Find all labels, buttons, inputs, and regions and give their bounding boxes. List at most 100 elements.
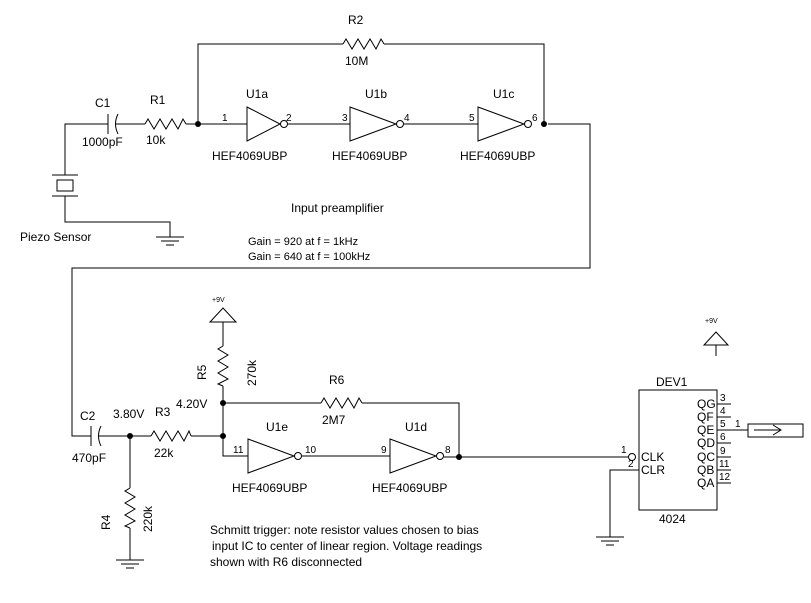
u1d-pin-in: 9	[381, 445, 387, 456]
dev1-part: 4024	[659, 512, 686, 526]
wire-dev1-clr-ground	[609, 469, 639, 537]
schmitt-note-3: shown with R6 disconnected	[210, 555, 362, 569]
u1b-ref: U1b	[365, 87, 387, 101]
r1-ref: R1	[150, 93, 166, 107]
voltage-r5-node: 4.20V	[176, 397, 207, 411]
schmitt-section: C2 470pF R3 22k 3.80V R4 220k +9V R5 270…	[72, 297, 628, 569]
dev1-pin-clr-num: 2	[628, 459, 634, 470]
dev1-qd-label: QD	[697, 436, 715, 450]
u1d-pin-out: 8	[445, 445, 451, 456]
r5-value: 270k	[245, 359, 259, 386]
wire-piezo-ground	[64, 196, 171, 237]
resistor-r1	[144, 117, 187, 131]
junction-r3-node	[220, 433, 226, 439]
u1c-ref: U1c	[493, 87, 514, 101]
r3-value: 22k	[154, 446, 174, 460]
dev1-qg-label: QG	[697, 397, 716, 411]
u1e-pin-in: 11	[233, 445, 244, 456]
inverter-u1a	[246, 106, 288, 142]
dev1-pin-3: 3	[720, 393, 726, 404]
u1d-ref: U1d	[405, 420, 427, 434]
supply-dev1-label: +9V	[705, 318, 718, 325]
u1a-part: HEF4069UBP	[212, 149, 287, 163]
r4-value: 220k	[141, 505, 155, 532]
r5-ref: R5	[195, 364, 209, 380]
r2-value: 10M	[345, 54, 368, 68]
ground-symbol-r4	[116, 559, 144, 569]
resistor-r5	[216, 345, 230, 387]
supply-arrow-r5	[208, 307, 238, 346]
dev1-pin-clk-num: 1	[621, 445, 627, 456]
u1b-part: HEF4069UBP	[332, 149, 407, 163]
r6-value: 2M7	[322, 413, 346, 427]
dev1-pin-12: 12	[719, 472, 731, 483]
wire-preamp-to-schmitt	[71, 123, 591, 437]
wire-r5-node	[222, 386, 248, 457]
c2-ref: C2	[80, 409, 96, 423]
wire-r6-feedback	[223, 402, 460, 457]
dev1-pin-clr-label: CLR	[641, 463, 665, 477]
ground-symbol-dev1	[596, 536, 624, 546]
preamp-title: Input preamplifier	[291, 201, 384, 215]
dev1-qc-label: QC	[697, 450, 715, 464]
schmitt-note-2: input IC to center of linear region. Vol…	[212, 539, 482, 553]
u1e-ref: U1e	[266, 420, 288, 434]
preamp-section: R2 10M C1 1000pF R1 10k Piezo Sensor U1a…	[20, 13, 547, 263]
u1c-pin-in: 5	[469, 113, 475, 124]
ground-symbol-preamp	[156, 236, 184, 246]
dev1-qe-label: QE	[697, 423, 714, 437]
u1c-part: HEF4069UBP	[460, 149, 535, 163]
dev1-pin-5: 5	[720, 419, 726, 430]
dev1-ref: DEV1	[656, 375, 688, 389]
piezo-label: Piezo Sensor	[20, 230, 91, 244]
dev1-pin-9: 9	[720, 446, 726, 457]
output-connector	[747, 423, 804, 438]
u1b-pin-out: 4	[404, 113, 410, 124]
u1e-pin-out: 10	[305, 445, 317, 456]
dev1-body	[638, 389, 718, 511]
c1-ref: C1	[95, 96, 111, 110]
dev1-qb-label: QB	[697, 463, 714, 477]
inverter-u1b	[349, 106, 404, 142]
dev1-clk-bubble	[628, 453, 636, 461]
resistor-r6	[320, 396, 363, 410]
resistor-r4	[123, 487, 137, 529]
r6-ref: R6	[329, 373, 345, 387]
voltage-c2-node: 3.80V	[113, 407, 144, 421]
inverter-u1c	[477, 106, 532, 142]
junction-u1c-out	[541, 121, 547, 127]
u1e-part: HEF4069UBP	[232, 481, 307, 495]
capacitor-c1-plate-b	[115, 113, 119, 135]
capacitor-c2-plate-b	[98, 425, 102, 447]
gain-1k: Gain = 920 at f = 1kHz	[248, 236, 358, 248]
resistor-r2	[342, 37, 385, 51]
dev1-pin-clk-label: CLK	[641, 450, 664, 464]
inverter-u1e	[247, 438, 302, 474]
r4-ref: R4	[99, 514, 113, 530]
junction-r1-u1a	[195, 121, 201, 127]
inverter-u1d	[389, 438, 444, 474]
schmitt-note-1: Schmitt trigger: note resistor values ch…	[210, 523, 479, 537]
r3-ref: R3	[155, 405, 171, 419]
r1-value: 10k	[146, 133, 166, 147]
u1a-ref: U1a	[246, 87, 268, 101]
wire-r2-feedback	[197, 43, 545, 124]
dev1-pin-4: 4	[720, 406, 726, 417]
u1d-part: HEF4069UBP	[372, 481, 447, 495]
dev1-pin-11: 11	[719, 459, 730, 470]
dev1-qf-label: QF	[697, 410, 714, 424]
dev1-qa-label: QA	[697, 476, 714, 490]
dev1-pin-6: 6	[720, 432, 726, 443]
r2-ref: R2	[348, 13, 364, 27]
u1a-pin-in: 1	[222, 113, 228, 124]
u1b-pin-in: 3	[342, 113, 348, 124]
c1-value: 1000pF	[82, 135, 123, 149]
connector-pin-label: 1	[735, 419, 741, 430]
dev1-output-pins	[717, 403, 748, 484]
junction-u1d-out	[456, 454, 462, 460]
supply-arrow-dev1	[702, 331, 730, 356]
resistor-r3	[150, 429, 192, 443]
piezo-sensor-crystal	[56, 179, 74, 192]
u1a-pin-out: 2	[286, 113, 292, 124]
